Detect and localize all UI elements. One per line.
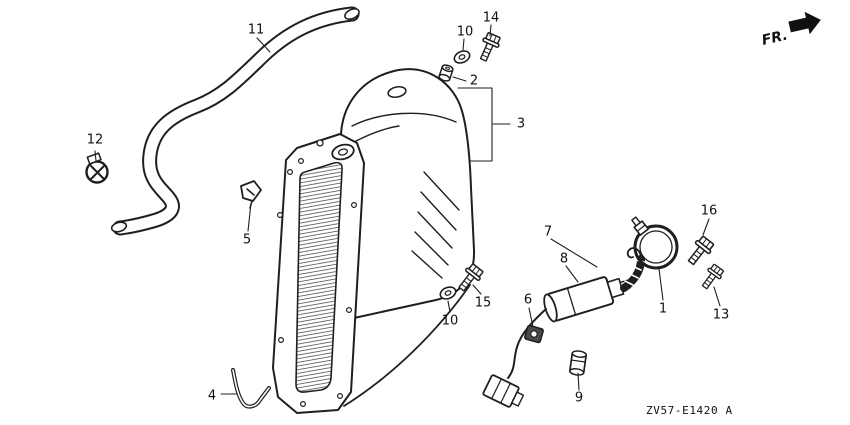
fr-arrow-icon xyxy=(788,11,821,35)
insulator xyxy=(568,350,588,376)
drawing-code: ZV57-E1420 A xyxy=(646,404,733,417)
bracket-part-3 xyxy=(457,87,511,162)
callout-4: 4 xyxy=(208,389,216,404)
grommet xyxy=(524,324,544,344)
callout-14: 14 xyxy=(483,11,500,26)
case-top-edge xyxy=(355,125,400,142)
callout-12: 12 xyxy=(87,133,104,148)
callout-13: 13 xyxy=(713,308,730,323)
callout-11: 11 xyxy=(248,23,265,38)
cover-crease-line xyxy=(351,112,457,127)
band-clamp xyxy=(631,216,679,270)
coil-lead-top xyxy=(626,247,642,260)
wire-connector xyxy=(482,374,525,408)
cover-vent-slats xyxy=(411,171,460,279)
callout-10-top: 10 xyxy=(457,25,474,40)
fr-direction-marker: FR. xyxy=(760,11,821,49)
callout-5: 5 xyxy=(243,233,251,248)
callout-9: 9 xyxy=(575,391,583,406)
intake-hose xyxy=(110,6,360,236)
callout-2: 2 xyxy=(470,74,478,89)
bolt-14 xyxy=(474,30,503,64)
case-inlet-port-hole xyxy=(337,148,349,156)
fr-label: FR. xyxy=(760,27,789,48)
bolt-13 xyxy=(697,262,726,293)
case-bottom-edge xyxy=(343,284,471,407)
callout-6: 6 xyxy=(524,293,532,308)
callout-10-mid: 10 xyxy=(442,314,459,329)
callout-8: 8 xyxy=(560,252,568,267)
hose-end-top xyxy=(344,8,360,20)
case-bolt-hole xyxy=(316,139,324,147)
leader-lines xyxy=(94,24,721,395)
bent-rod xyxy=(231,368,271,409)
callout-7: 7 xyxy=(544,225,552,240)
cover-top-hole xyxy=(387,85,407,99)
washer-10-top xyxy=(451,47,473,67)
collar-2 xyxy=(438,64,454,82)
coil-spring xyxy=(620,255,645,292)
case-grille xyxy=(295,161,343,393)
bolt-16 xyxy=(683,233,717,269)
hose-clamp xyxy=(85,152,109,184)
air-cleaner-case xyxy=(272,125,471,414)
callout-1: 1 xyxy=(659,302,667,317)
ignition-coil xyxy=(482,247,645,408)
air-cleaner-cover xyxy=(340,68,476,319)
hose-end-bottom xyxy=(110,221,128,233)
callout-16: 16 xyxy=(701,204,718,219)
coil-lead-bottom xyxy=(507,308,547,379)
callout-labels: 11 14 10 2 3 12 5 7 8 16 15 10 6 1 13 9 … xyxy=(87,11,730,406)
callout-3: 3 xyxy=(517,117,525,132)
callout-15: 15 xyxy=(475,296,492,311)
